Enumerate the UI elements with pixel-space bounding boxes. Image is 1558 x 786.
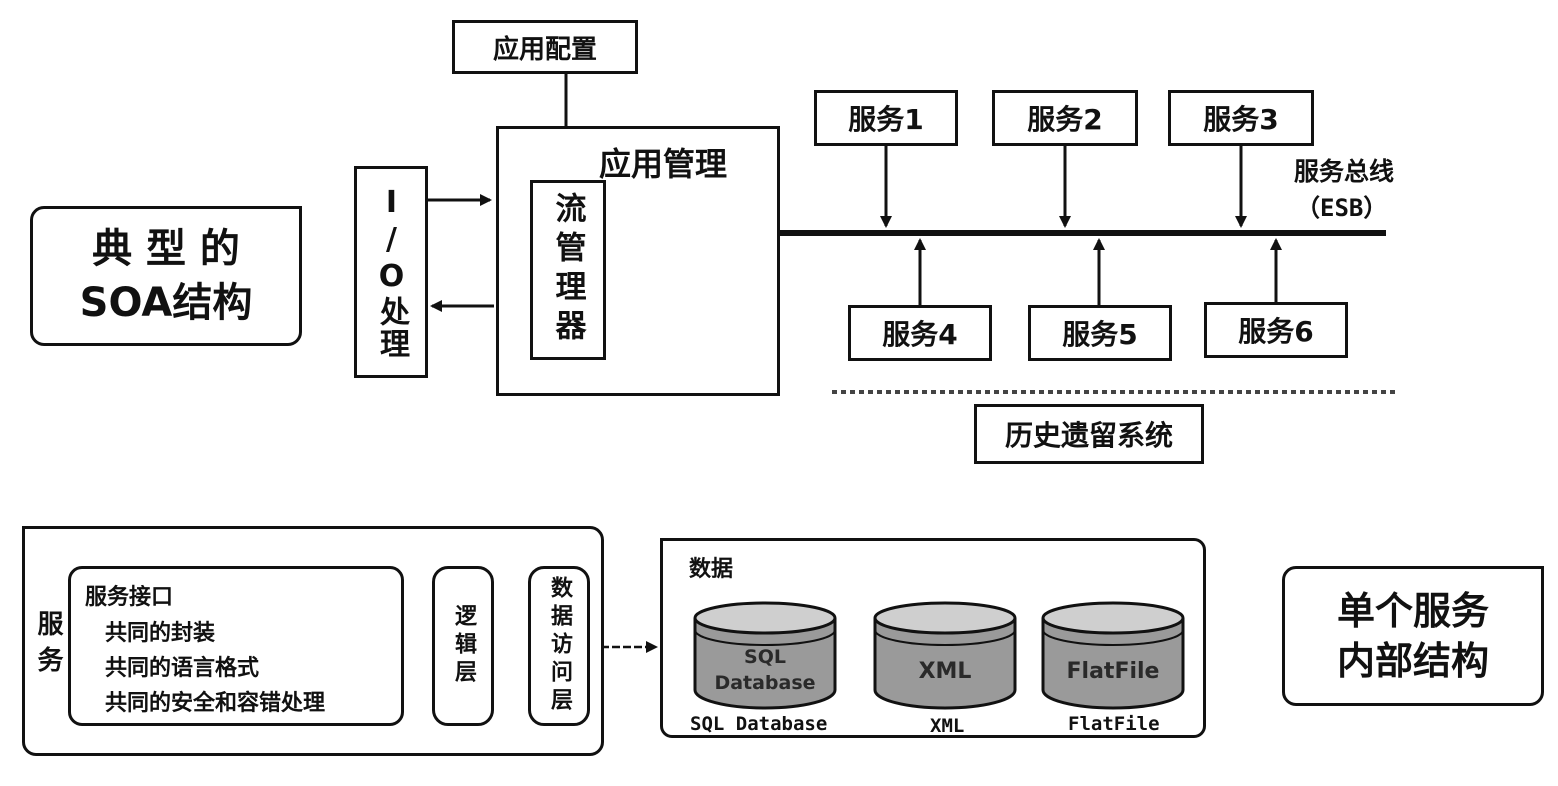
app-management-label: 应用管理 [599, 145, 728, 183]
service-1-box: 服务1 [814, 90, 958, 146]
service-interface-box: 服务接口 共同的封装 共同的语言格式 共同的安全和容错处理 [68, 566, 404, 726]
esb-sublabel: （ESB） [1296, 194, 1388, 222]
service-4-box: 服务4 [848, 305, 992, 361]
xml-store-icon [873, 601, 1017, 710]
interface-item: 共同的语言格式 [105, 656, 260, 681]
service-interface-title: 服务接口 [85, 585, 174, 610]
database-icon [693, 601, 837, 710]
data-title: 数据 [689, 557, 734, 582]
interface-item: 共同的安全和容错处理 [105, 691, 326, 716]
service-2-box: 服务2 [992, 90, 1138, 146]
flatfile-inner-text: FlatFile [1066, 658, 1160, 684]
logic-layer-box: 逻辑层 [432, 566, 494, 726]
database-label: SQL Database [690, 713, 828, 735]
io-processing-box: I/O处理 [354, 166, 428, 378]
database-inner-text: SQL Database [714, 646, 816, 694]
flatfile-label: FlatFile [1068, 713, 1160, 735]
app-config-box: 应用配置 [452, 20, 638, 74]
interface-item: 共同的封装 [105, 621, 216, 646]
single-service-caption: 单个服务 内部结构 [1282, 566, 1544, 706]
service-3-box: 服务3 [1168, 90, 1314, 146]
service-side-label: 服务 [33, 610, 63, 682]
flatfile-store-icon [1041, 601, 1185, 710]
esb-label: 服务总线 [1294, 157, 1395, 186]
xml-label: XML [930, 715, 965, 737]
service-5-box: 服务5 [1028, 305, 1172, 361]
soa-title-box: 典 型 的 SOA结构 [30, 206, 302, 346]
legacy-system-box: 历史遗留系统 [974, 404, 1204, 464]
service-6-box: 服务6 [1204, 302, 1348, 358]
data-access-layer-box: 数据访问层 [528, 566, 590, 726]
process-manager-box: 流管理器 [530, 180, 606, 360]
xml-inner-text: XML [918, 658, 972, 684]
